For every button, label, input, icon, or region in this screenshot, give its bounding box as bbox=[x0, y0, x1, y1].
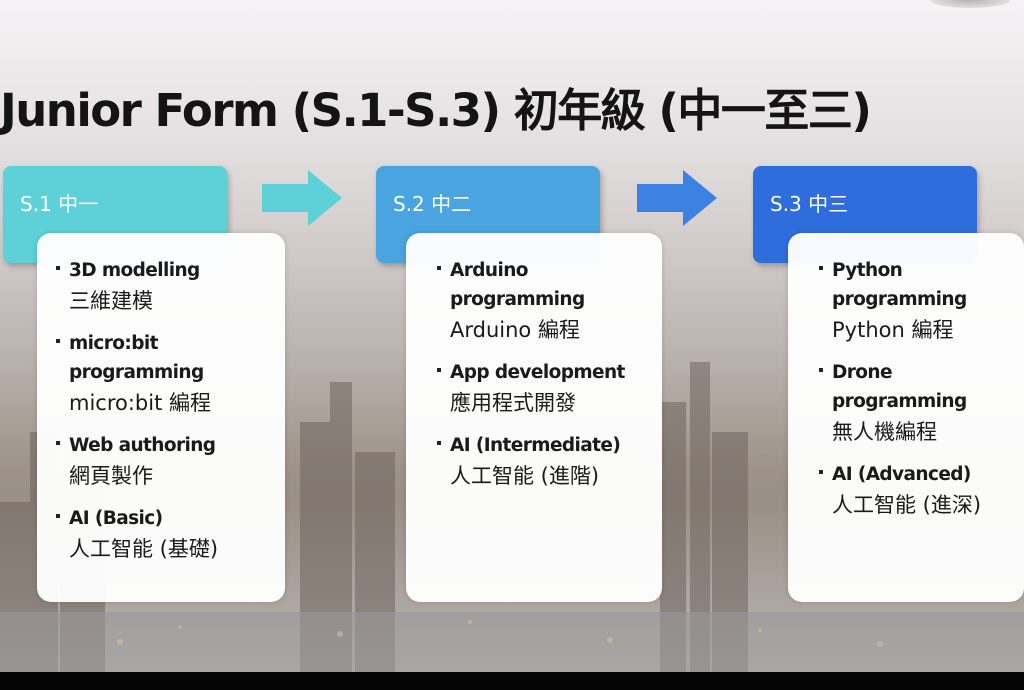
topic-en: App development bbox=[450, 362, 625, 383]
topic-en: 3D modelling bbox=[69, 260, 200, 281]
topic-en: Python programming bbox=[832, 260, 967, 310]
list-item: Web authoring 網頁製作 bbox=[55, 431, 218, 493]
topic-en: Arduino programming bbox=[450, 260, 585, 310]
stage-s3-label: S.3 中三 bbox=[770, 192, 849, 216]
topic-zh: 人工智能 (進深) bbox=[832, 493, 982, 517]
arrow-shape bbox=[637, 170, 717, 226]
stage-s1-label: S.1 中一 bbox=[20, 192, 99, 216]
topic-zh: micro:bit 編程 bbox=[69, 391, 212, 415]
slide-title: Junior Form (S.1-S.3) 初年級 (中一至三) bbox=[0, 84, 872, 137]
topic-en: AI (Basic) bbox=[69, 508, 163, 529]
topic-zh: 三維建模 bbox=[69, 289, 153, 313]
list-item: 3D modelling 三維建模 bbox=[55, 256, 218, 318]
bottom-black-bar bbox=[0, 672, 1024, 690]
arrow-right-icon bbox=[637, 170, 717, 226]
topic-zh: Arduino 編程 bbox=[450, 318, 580, 342]
topic-en: Drone programming bbox=[832, 362, 967, 412]
stage-s2-card: Arduino programming Arduino 編程 App devel… bbox=[406, 233, 662, 602]
list-item: Python programming Python 編程 bbox=[819, 256, 1024, 347]
lens-smudge bbox=[930, 0, 1010, 8]
topic-zh: 無人機編程 bbox=[832, 420, 937, 444]
arrow-shape bbox=[262, 170, 342, 226]
topic-en: micro:bit programming bbox=[69, 333, 204, 383]
stage-s3-topic-list: Python programming Python 編程 Drone progr… bbox=[819, 256, 1024, 533]
topic-zh: 人工智能 (進階) bbox=[450, 464, 600, 488]
list-item: App development 應用程式開發 bbox=[437, 358, 662, 420]
slide: Junior Form (S.1-S.3) 初年級 (中一至三) S.1 中一 … bbox=[0, 0, 1024, 672]
list-item: micro:bit programming micro:bit 編程 bbox=[55, 329, 218, 420]
topic-zh: 人工智能 (基礎) bbox=[69, 537, 219, 561]
stage-s3-card: Python programming Python 編程 Drone progr… bbox=[788, 233, 1024, 602]
arrow-right-icon bbox=[262, 170, 342, 226]
topic-zh: Python 編程 bbox=[832, 318, 954, 342]
topic-zh: 網頁製作 bbox=[69, 464, 153, 488]
stage-s1-card: 3D modelling 三維建模 micro:bit programming … bbox=[37, 233, 285, 602]
stage-s2-label: S.2 中二 bbox=[393, 192, 472, 216]
topic-zh: 應用程式開發 bbox=[450, 391, 576, 415]
list-item: AI (Basic) 人工智能 (基礎) bbox=[55, 504, 219, 566]
list-item: AI (Intermediate) 人工智能 (進階) bbox=[437, 431, 662, 493]
list-item: AI (Advanced) 人工智能 (進深) bbox=[819, 460, 1024, 522]
list-item: Drone programming 無人機編程 bbox=[819, 358, 1024, 449]
list-item: Arduino programming Arduino 編程 bbox=[437, 256, 662, 347]
topic-en: Web authoring bbox=[69, 435, 216, 456]
stage-s2-topic-list: Arduino programming Arduino 編程 App devel… bbox=[437, 256, 662, 504]
stage-s1-topic-list: 3D modelling 三維建模 micro:bit programming … bbox=[55, 256, 219, 577]
topic-en: AI (Intermediate) bbox=[450, 435, 621, 456]
topic-en: AI (Advanced) bbox=[832, 464, 971, 485]
